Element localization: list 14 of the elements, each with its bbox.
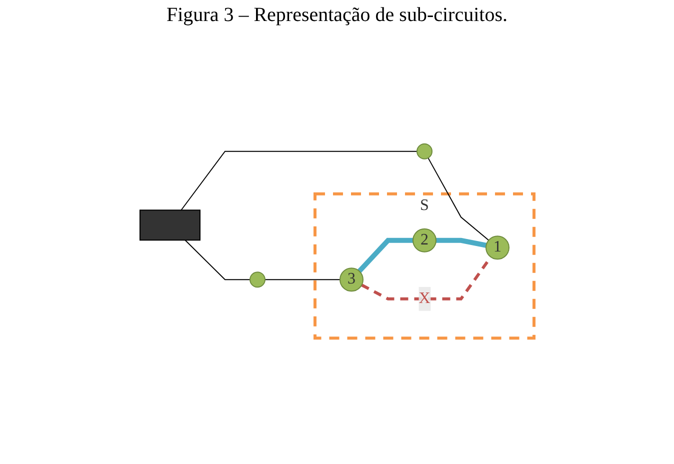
connector	[358, 238, 413, 273]
node-circle	[416, 143, 432, 160]
edge-label: X	[418, 290, 430, 307]
node-circle	[250, 272, 266, 288]
connector	[264, 279, 340, 280]
node-box	[140, 210, 200, 241]
node-circle: 3	[340, 268, 364, 292]
node-circle: 2	[412, 228, 436, 252]
connector	[428, 157, 490, 241]
connector	[184, 240, 250, 280]
figure-title: Figura 3 – Representação de sub-circuitos.	[165, 4, 508, 27]
connector	[436, 238, 487, 248]
connector	[180, 150, 418, 211]
node-circle: 1	[486, 236, 510, 260]
